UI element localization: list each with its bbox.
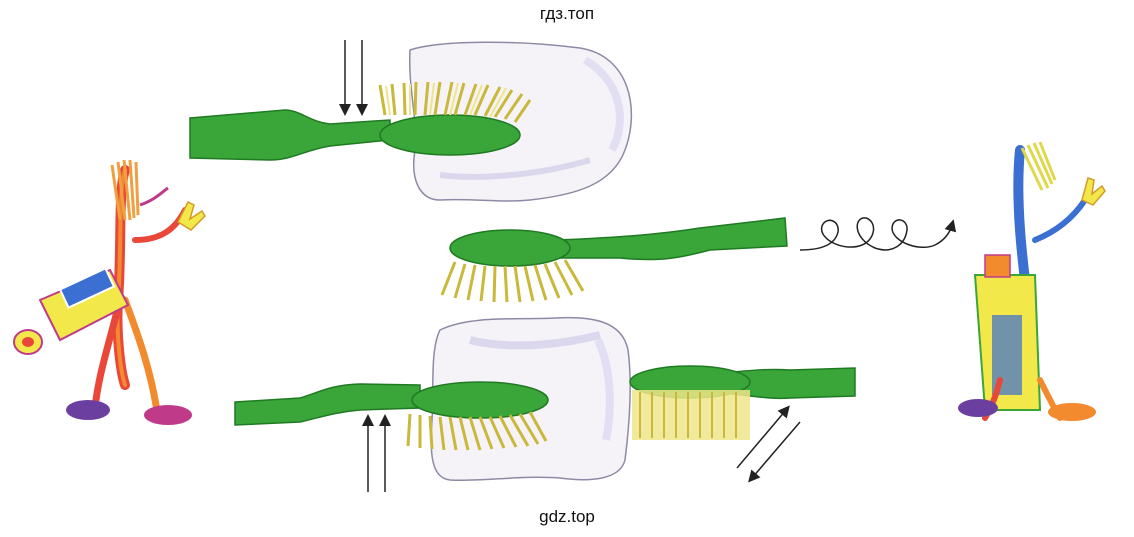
right-toothbrush-character-icon — [958, 141, 1106, 421]
top-tooth-icon — [408, 41, 633, 202]
middle-toothbrush-icon — [440, 217, 788, 303]
arrow-up-icon — [362, 414, 391, 492]
watermark-bottom: gdz.top — [539, 507, 595, 526]
watermark-top: гдз.топ — [539, 4, 595, 23]
spiral-arrow-icon — [799, 217, 957, 251]
bottom-toothbrush-icon — [234, 381, 549, 451]
left-toothbrush-character-icon — [13, 159, 206, 425]
right-toothpaste-icon — [973, 254, 1042, 411]
side-toothbrush-icon — [629, 365, 856, 440]
diagonal-arrows-icon — [736, 405, 801, 483]
left-toothpaste-icon — [13, 267, 130, 355]
top-toothbrush-icon — [189, 81, 532, 161]
arrow-down-icon — [339, 40, 368, 116]
